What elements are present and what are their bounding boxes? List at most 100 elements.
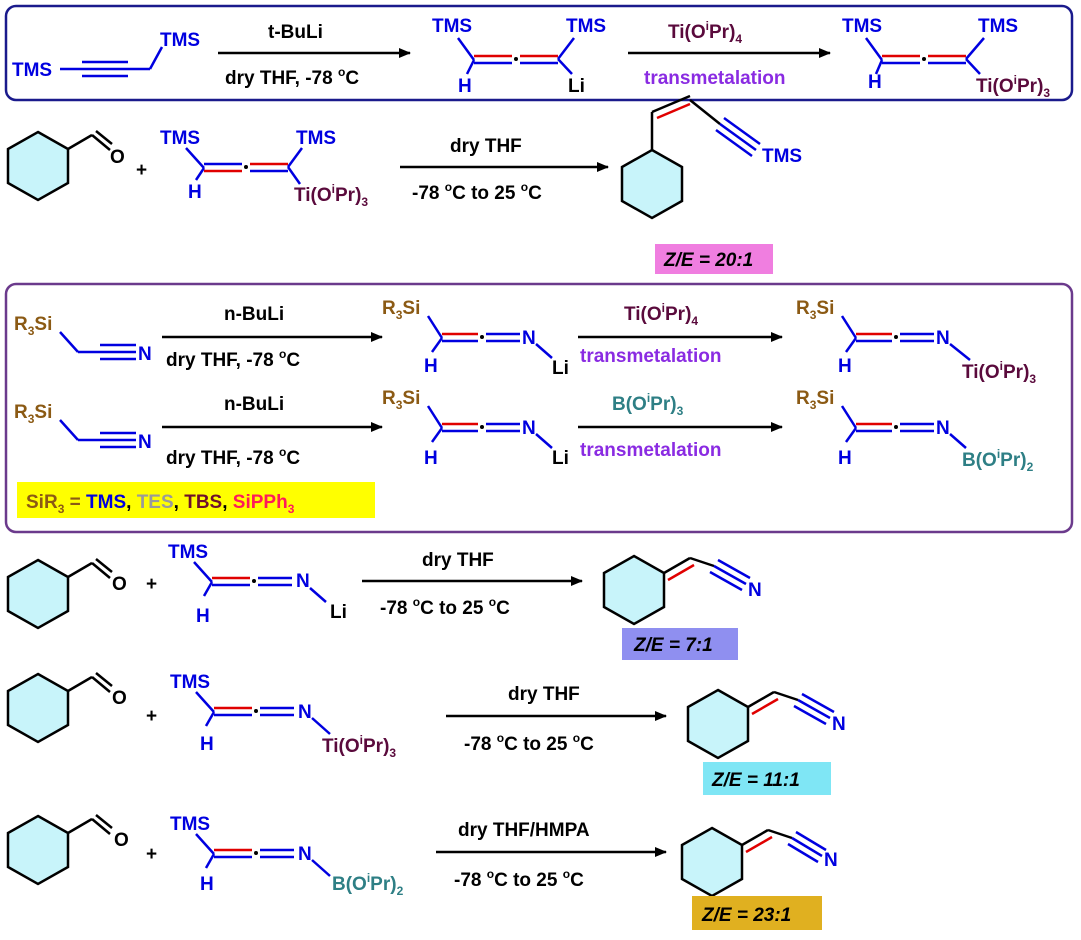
svg-text:Ti(OiPr)3: Ti(OiPr)3 — [322, 733, 396, 760]
ratio-text-4: Z/E = 23:1 — [701, 905, 791, 926]
transmetalation-label-1: transmetalation — [644, 68, 785, 89]
svg-text:H: H — [838, 448, 852, 469]
reagent-b-oipr3: B(OiPr)3 — [612, 391, 684, 418]
svg-text:H: H — [200, 874, 214, 895]
svg-text:N: N — [936, 328, 950, 349]
svg-text:TMS: TMS — [566, 16, 606, 37]
plus-4: + — [146, 844, 157, 865]
svg-text:TMS: TMS — [432, 16, 472, 37]
svg-text:O: O — [112, 688, 127, 709]
svg-text:R3Si: R3Si — [382, 388, 420, 412]
cyclohexanecarbaldehyde-3: O — [6, 672, 127, 744]
ratio-text-1: Z/E = 20:1 — [663, 250, 753, 271]
svg-text:N: N — [298, 844, 312, 865]
svg-text:Ti(OiPr)3: Ti(OiPr)3 — [294, 182, 368, 209]
condition-temp-4: -78 oC to 25 oC — [454, 867, 584, 891]
svg-text:R3Si: R3Si — [796, 388, 834, 412]
svg-text:TMS: TMS — [160, 30, 200, 51]
svg-text:N: N — [824, 850, 838, 871]
condition-temp-2: -78 oC to 25 oC — [380, 595, 510, 619]
enyne-product: TMS — [620, 94, 802, 220]
svg-text:N: N — [832, 714, 846, 735]
svg-text:TMS: TMS — [978, 16, 1018, 37]
allenyl-titanium-2: TMS TMS H Ti(OiPr)3 — [160, 128, 368, 209]
acrylonitrile-product-2: N — [686, 688, 846, 760]
svg-text:O: O — [112, 574, 127, 595]
acrylonitrile-product-3: N — [680, 826, 838, 898]
svg-text:Li: Li — [552, 358, 569, 379]
svg-text:H: H — [838, 356, 852, 377]
svg-text:B(OiPr)2: B(OiPr)2 — [962, 447, 1034, 474]
condition-dry-thf-2: dry THF — [422, 550, 494, 571]
ratio-badge-3 — [703, 762, 831, 795]
svg-text:Li: Li — [568, 76, 585, 97]
box-1-border — [4, 4, 1074, 102]
svg-text:TMS: TMS — [12, 60, 52, 81]
condition-temp-1: -78 oC to 25 oC — [412, 180, 542, 204]
ketenimine-lithium-1: R3Si H N Li — [382, 298, 569, 379]
tms-ketenimine-titanium: TMS H N Ti(OiPr)3 — [170, 672, 396, 760]
svg-text:H: H — [188, 182, 202, 203]
svg-text:H: H — [458, 76, 472, 97]
svg-text:TMS: TMS — [842, 16, 882, 37]
condition-temp-3: -78 oC to 25 oC — [464, 731, 594, 755]
svg-text:TMS: TMS — [168, 542, 208, 563]
svg-text:R3Si: R3Si — [796, 298, 834, 322]
svg-text:TMS: TMS — [160, 128, 200, 149]
svg-text:N: N — [296, 571, 310, 592]
svg-text:Ti(OiPr)3: Ti(OiPr)3 — [962, 359, 1036, 386]
svg-text:Ti(OiPr)3: Ti(OiPr)3 — [976, 73, 1050, 100]
svg-text:Li: Li — [552, 448, 569, 469]
ratio-badge-4 — [692, 896, 822, 930]
condition-1: dry THF, -78 oC — [225, 65, 359, 89]
silyl-legend: SiR3 = TMS, TES, TBS, SiPPh3 — [26, 492, 295, 516]
ketenimine-titanium: R3Si H N Ti(OiPr)3 — [796, 298, 1036, 386]
svg-text:O: O — [114, 830, 129, 851]
cyclohexanecarbaldehyde-2: O — [6, 558, 127, 630]
tms-ketenimine-boron: TMS H N B(OiPr)2 — [170, 814, 404, 898]
silyl-acetonitrile-2: R3Si N — [14, 402, 152, 453]
condition-3: dry THF, -78 oC — [166, 445, 300, 469]
plus-1: + — [136, 160, 147, 181]
svg-text:H: H — [200, 734, 214, 755]
ratio-badge-2 — [622, 628, 738, 660]
svg-text:TMS: TMS — [170, 814, 210, 835]
reagent-ti-oipr4-1: Ti(OiPr)4 — [668, 19, 742, 46]
svg-text:H: H — [196, 606, 210, 627]
ketenimine-boron: R3Si H N B(OiPr)2 — [796, 388, 1034, 474]
cyclohexanecarbaldehyde-1: O — [6, 130, 125, 202]
svg-text:H: H — [424, 448, 438, 469]
silyl-legend-bg — [17, 482, 375, 518]
svg-text:H: H — [868, 72, 882, 93]
svg-text:N: N — [936, 418, 950, 439]
reagent-nbuli-1: n-BuLi — [224, 304, 284, 325]
box-2-border — [4, 282, 1074, 534]
svg-text:B(OiPr)2: B(OiPr)2 — [332, 871, 404, 898]
condition-dry-thf-hmpa: dry THF/HMPA — [458, 820, 590, 841]
plus-3: + — [146, 706, 157, 727]
reagent-ti-oipr4-2: Ti(OiPr)4 — [624, 301, 698, 328]
svg-text:R3Si: R3Si — [14, 314, 52, 338]
svg-text:N: N — [522, 418, 536, 439]
ratio-text-3: Z/E = 11:1 — [711, 770, 800, 791]
condition-dry-thf-1: dry THF — [450, 136, 522, 157]
svg-text:TMS: TMS — [762, 146, 802, 167]
svg-text:N: N — [748, 580, 762, 601]
svg-text:N: N — [298, 702, 312, 723]
transmetalation-label-3: transmetalation — [580, 440, 721, 461]
svg-text:N: N — [138, 344, 152, 365]
acrylonitrile-product-1: N — [602, 554, 762, 626]
svg-text:H: H — [424, 356, 438, 377]
svg-text:R3Si: R3Si — [382, 298, 420, 322]
ketenimine-lithium-2: R3Si H N Li — [382, 388, 569, 469]
propargyl-tms: TMS TMS — [12, 30, 200, 81]
svg-text:TMS: TMS — [170, 672, 210, 693]
condition-2: dry THF, -78 oC — [166, 347, 300, 371]
svg-text:R3Si: R3Si — [14, 402, 52, 426]
svg-text:N: N — [522, 328, 536, 349]
transmetalation-label-2: transmetalation — [580, 346, 721, 367]
reagent-nbuli-2: n-BuLi — [224, 394, 284, 415]
allenyl-lithium: TMS TMS H Li — [432, 16, 606, 97]
tms-ketenimine-lithium: TMS H N Li — [168, 542, 347, 627]
